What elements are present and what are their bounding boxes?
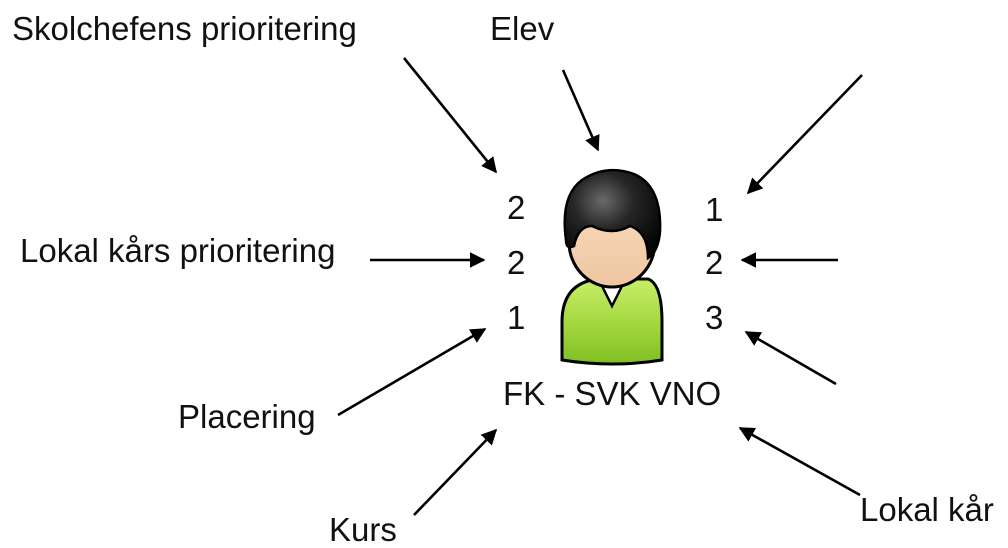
arrow-placering <box>337 327 487 417</box>
number-left-3: 1 <box>507 299 526 336</box>
number-right-1: 1 <box>705 191 724 228</box>
label-placering: Placering <box>178 398 316 435</box>
number-left-2: 2 <box>507 244 526 281</box>
number-right-3: 3 <box>705 299 724 336</box>
arrow-top-right <box>746 74 863 195</box>
arrow-low-right <box>744 330 837 386</box>
arrow-kurs <box>413 428 498 516</box>
label-lokal-kars-prioritering: Lokal kårs prioritering <box>20 232 336 269</box>
number-right-2: 2 <box>705 244 724 281</box>
label-skolchefens-prioritering: Skolchefens prioritering <box>12 10 357 47</box>
arrow-elev <box>561 69 600 152</box>
arrows <box>337 57 863 516</box>
label-center-unit: FK - SVK VNO <box>503 375 722 412</box>
label-kurs: Kurs <box>329 511 397 548</box>
label-elev: Elev <box>490 10 555 47</box>
student-icon <box>560 168 664 366</box>
arrow-skolchefens <box>402 57 498 174</box>
arrow-lokal-kar <box>738 426 861 497</box>
label-lokal-kar: Lokal kår <box>860 491 994 528</box>
number-left-1: 2 <box>507 189 526 226</box>
